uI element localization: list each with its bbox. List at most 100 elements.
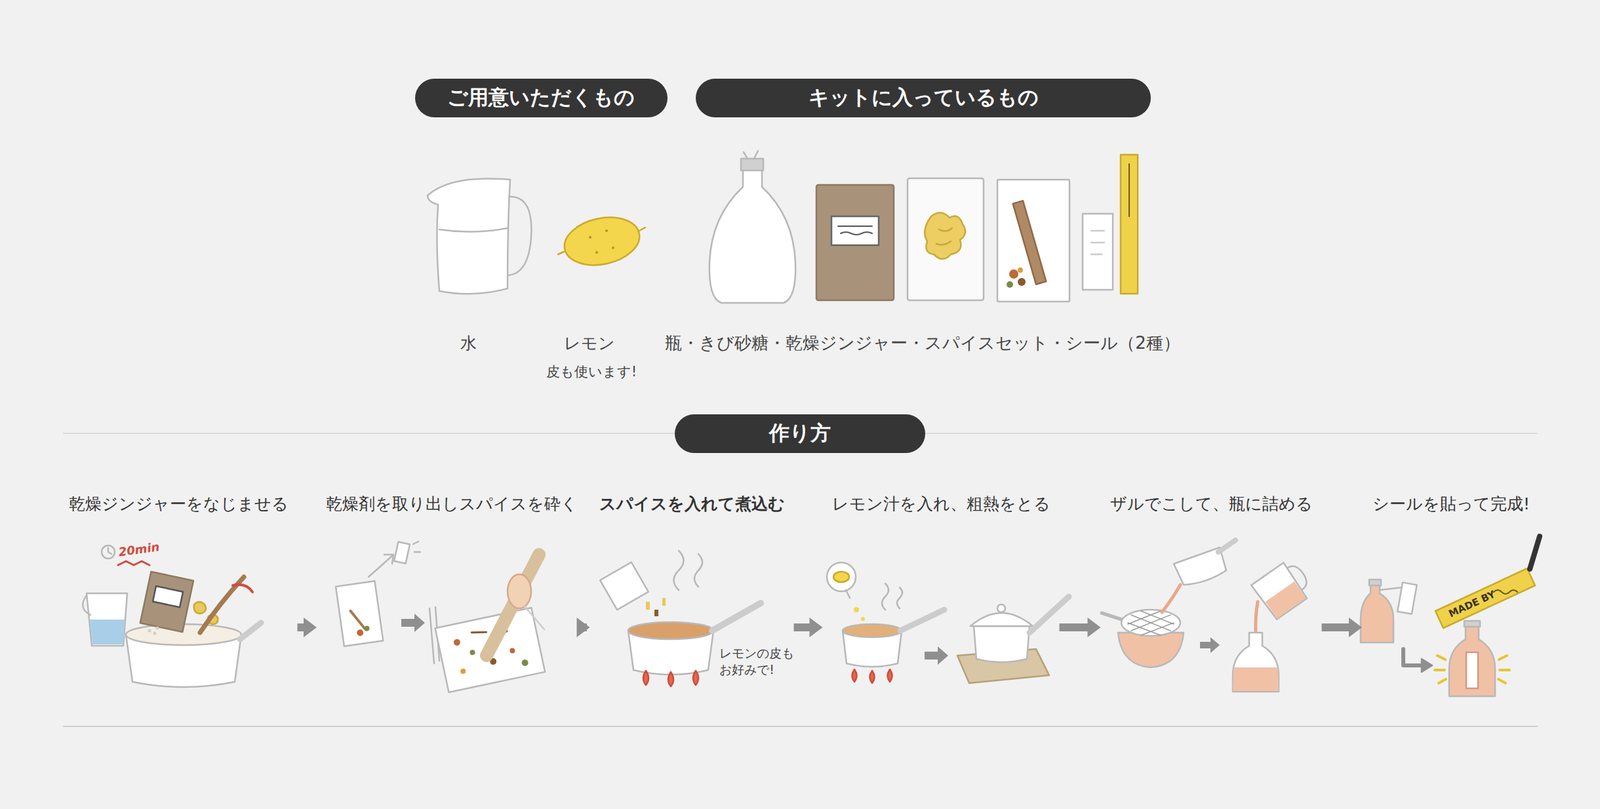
item-note: 皮も使います! [546,363,637,381]
sticker-card-icon [1082,213,1113,290]
spice-set-icon [1006,281,1014,288]
step1-illustration [82,595,91,616]
step2-illustration [459,668,466,675]
step6-illustration [1435,568,1536,629]
step6-illustration [1449,626,1496,697]
section-pill: キットに入っているもの [695,78,1151,118]
sugar-bag-icon [838,226,873,235]
arrow-head [1348,617,1362,638]
bottle-icon [743,150,759,159]
sticker-strip-icon [1128,163,1130,217]
step3-illustration [693,670,699,686]
divider-line [62,433,1538,727]
step2-illustration [524,606,545,630]
step4-illustration [826,562,856,592]
flow-arrow [577,617,591,638]
step1-illustration [118,561,150,566]
step4-illustration [842,624,902,638]
step2-illustration [413,541,421,553]
step2-illustration [469,649,476,656]
spice-set-icon [997,179,1070,302]
lemon-icon [558,227,646,255]
step2-illustration [486,554,540,656]
time-note: 20min [117,539,160,560]
step4-illustration [887,669,893,682]
step-panel: レモン汁を入れ、粗熱をとる [826,490,1056,699]
item-label: 水 [460,333,477,355]
step-panel: 乾燥ジンジャーをなじませる [63,490,294,699]
step-title: ザルでこして、瓶に詰める [1110,494,1313,515]
step5-illustration [1161,584,1181,613]
lemon-icon [560,211,644,273]
step3-illustration [643,670,649,686]
sticker-strip-icon [1120,154,1138,294]
step1-illustration [194,601,206,614]
step1-illustration [153,632,157,636]
section-pill: 作り方 [674,414,926,454]
step3-illustration [654,609,659,617]
pill-title: ご用意いただくもの [447,83,635,112]
step2-illustration [356,628,364,637]
step2-illustration [509,647,516,654]
sticker-card-icon [1091,230,1105,255]
step2-illustration [507,574,532,609]
spice-set-icon [997,179,1070,302]
step5-illustration [1218,540,1236,553]
sugar-bag-icon [831,216,879,246]
flow-arrow [1321,617,1363,638]
step6-illustration [1403,649,1423,666]
pill-title: キットに入っているもの [808,83,1039,112]
step4-illustration [924,646,949,665]
step5-illustration [1200,637,1220,654]
step5-illustration [1101,540,1317,692]
step5-illustration [1255,601,1258,635]
step2-illustration [521,659,530,667]
step3-illustration [668,672,674,687]
step1-illustration [240,622,261,640]
step6-illustration [1464,620,1480,627]
step-title: スパイスを入れて煮込む [599,494,785,515]
pitcher-icon [427,178,511,294]
bottle-icon [709,150,796,303]
step5-illustration [1101,613,1124,621]
step6-illustration [1379,587,1402,591]
step3-illustration [674,550,684,591]
step6-illustration [1421,659,1433,673]
step-note: レモンの皮も お好みで! [719,645,802,678]
step4-illustration [970,613,1033,627]
item-label: 瓶・きび砂糖・乾燥ジンジャー・スパイスセット・シール（2種） [664,332,1181,355]
step1-illustration [156,626,160,631]
lemon-icon [558,211,646,273]
step4-illustration [845,590,850,599]
step6-illustration [1360,584,1394,643]
arrow-shaft [1059,623,1090,632]
lemon-icon [595,251,599,254]
step-title: 乾燥剤を取り出しスパイスを砕く [325,494,578,515]
section-pill: ご用意いただくもの [415,78,668,118]
step5-illustration [1287,562,1311,590]
step4-illustration [997,604,1006,613]
step4-illustration [900,609,945,631]
pitcher-icon [507,196,532,276]
step5-illustration [1118,632,1184,668]
step1-illustration [152,586,183,608]
lemon-icon [611,246,615,250]
step4-illustration [897,587,903,609]
step-title: レモン汁を入れ、粗熱をとる [832,494,1051,515]
sticker-text: MADE BY [1446,588,1498,621]
step-panel: 乾燥剤を取り出しスパイスを砕く [320,490,583,699]
step6-illustration [1397,582,1417,614]
step-title: シールを貼って完成! [1372,494,1530,515]
step4-illustration [833,571,850,583]
step2-illustration [335,580,383,646]
arrow-head [1087,617,1101,638]
flow-arrow [1059,617,1101,638]
pill-title: 作り方 [769,419,831,448]
item-label: レモン [563,333,616,355]
step1-illustration [82,545,261,688]
step5-illustration [1232,667,1279,692]
lemon-icon [588,236,592,239]
spice-set-icon [1009,269,1019,279]
